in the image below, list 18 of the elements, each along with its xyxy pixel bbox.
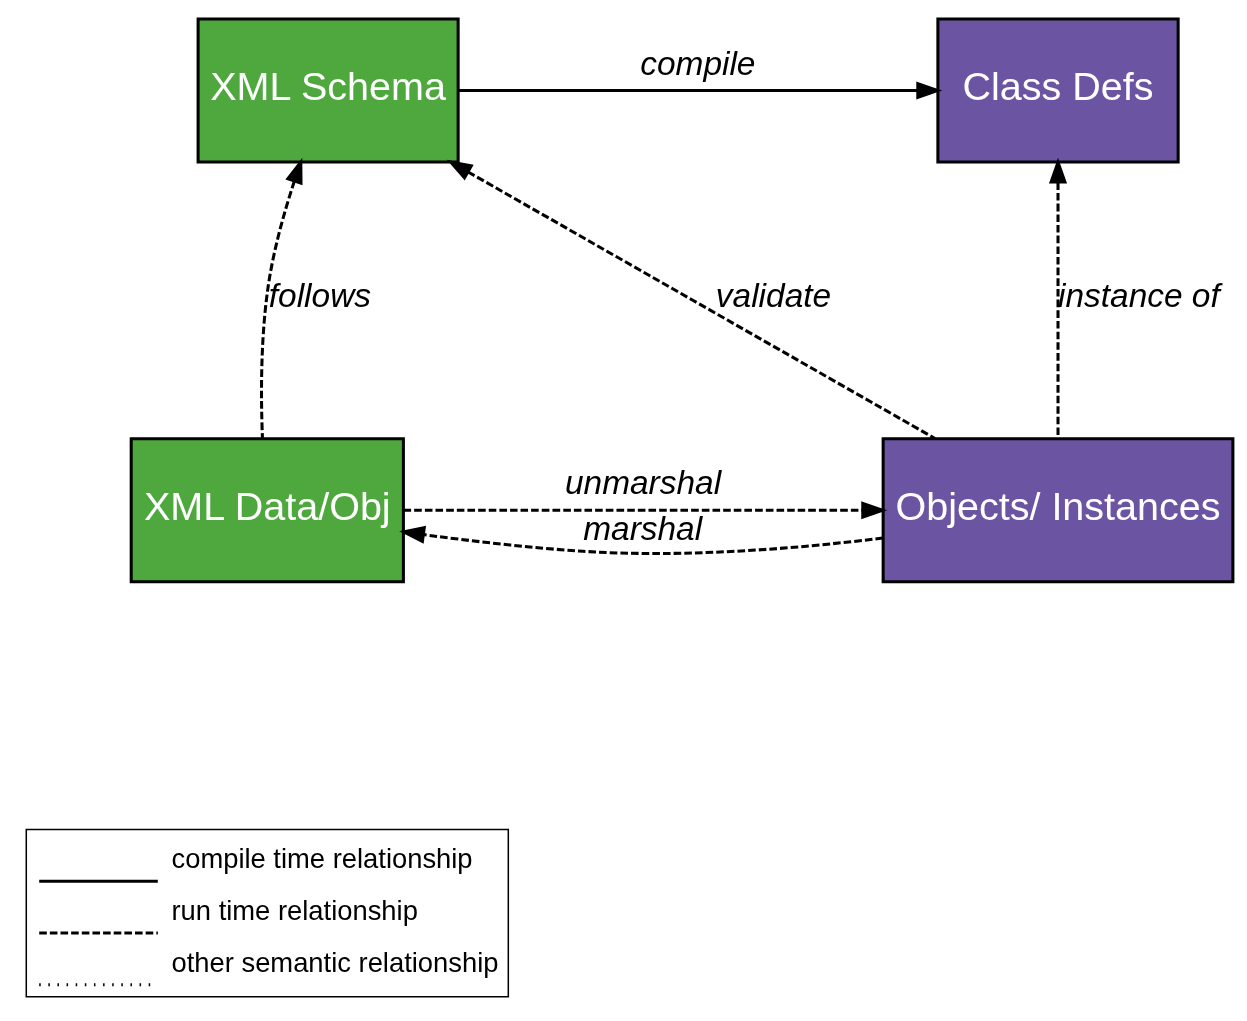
edge-label: compile [640, 44, 756, 82]
edge-label: follows [268, 276, 372, 314]
node-box: Objects/ Instances [881, 436, 1235, 583]
arrow [403, 500, 888, 519]
arrow [446, 159, 936, 440]
arrow [399, 525, 883, 555]
legend-label: other semantic relationship [171, 946, 499, 978]
node-box: Class Defs [936, 17, 1180, 164]
node-box: XML Schema [196, 17, 460, 164]
edge-label: marshal [583, 509, 703, 547]
arrow [260, 157, 303, 438]
edge-label: unmarshal [564, 463, 722, 501]
arrow [1048, 157, 1068, 438]
arrow [458, 81, 943, 100]
node-box: XML Data/Obj [129, 436, 405, 583]
legend-label: compile time relationship [171, 842, 473, 874]
legend-label: run time relationship [171, 894, 418, 926]
edge-label: validate [715, 276, 832, 314]
